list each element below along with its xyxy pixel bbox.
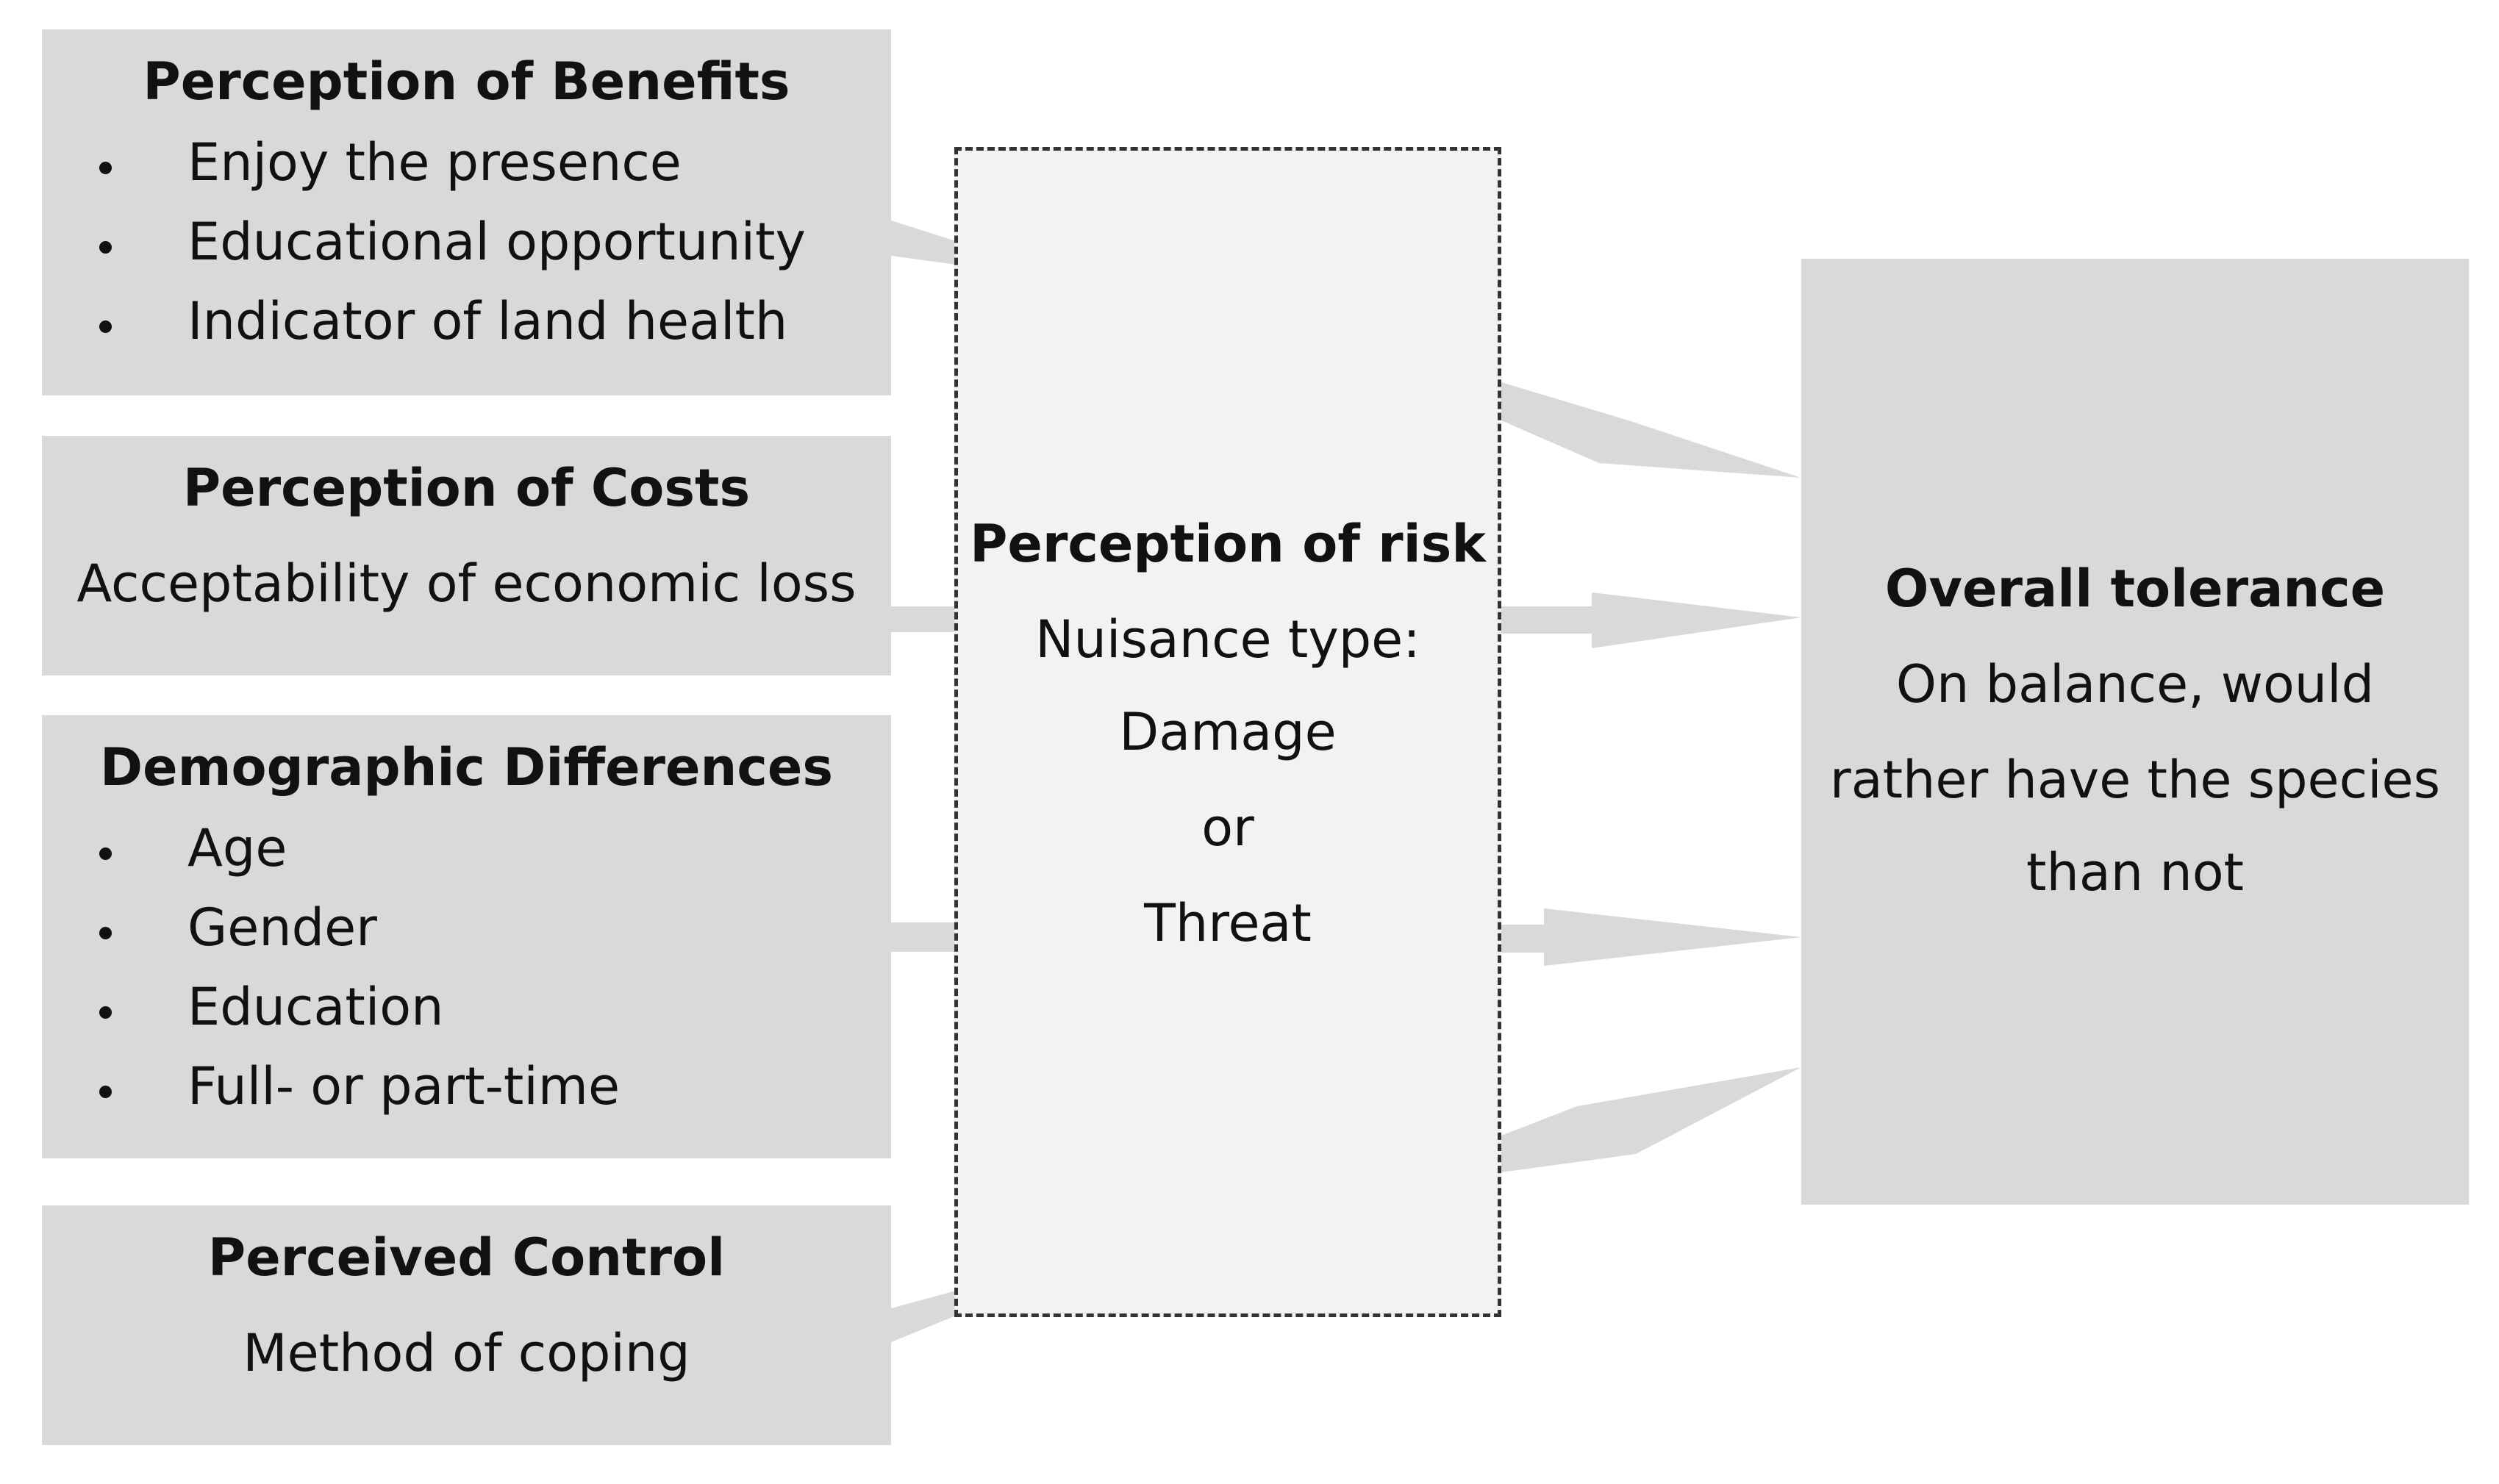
demographics-item: Education — [42, 981, 891, 1040]
benefits-connector — [891, 221, 956, 265]
tolerance-line: than not — [2026, 842, 2244, 903]
benefits-box: Perception of Benefits Enjoy the presenc… — [42, 29, 891, 395]
tolerance-line: rather have the species — [1829, 750, 2441, 810]
risk-line: or — [1201, 797, 1254, 858]
demographics-item: Gender — [42, 902, 891, 961]
risk-to-tolerance-arrow-4 — [1501, 1067, 1801, 1172]
control-text: Method of coping — [243, 1323, 690, 1383]
demographics-connector — [891, 922, 956, 952]
risk-line: Threat — [1144, 893, 1312, 953]
benefits-item: Educational opportunity — [42, 216, 891, 275]
tolerance-line: On balance, would — [1895, 654, 2375, 714]
risk-to-tolerance-arrow-2 — [1501, 592, 1801, 648]
costs-title: Perception of Costs — [182, 458, 751, 518]
benefits-item: Indicator of land health — [42, 295, 891, 354]
risk-title: Perception of risk — [970, 514, 1486, 574]
demographics-box: Demographic Differences Age Gender Educa… — [42, 715, 891, 1158]
demographics-item: Age — [42, 822, 891, 881]
bullet-icon — [99, 1086, 112, 1098]
costs-connector — [891, 606, 956, 632]
control-box: Perceived Control Method of coping — [42, 1205, 891, 1445]
demographics-item: Full- or part-time — [42, 1061, 891, 1119]
risk-line: Damage — [1119, 702, 1337, 762]
demographics-title: Demographic Differences — [99, 737, 834, 797]
tolerance-title: Overall tolerance — [1884, 559, 2386, 619]
bullet-icon — [99, 927, 112, 939]
control-title: Perceived Control — [207, 1227, 726, 1288]
tolerance-box: Overall tolerance On balance, would rath… — [1801, 259, 2469, 1205]
costs-text: Acceptability of economic loss — [76, 553, 857, 614]
risk-line: Nuisance type: — [1035, 609, 1420, 670]
costs-box: Perception of Costs Acceptability of eco… — [42, 436, 891, 675]
bullet-icon — [99, 847, 112, 860]
benefits-title: Perception of Benefits — [143, 51, 790, 112]
bullet-icon — [99, 162, 112, 174]
bullet-icon — [99, 320, 112, 333]
bullet-icon — [99, 1006, 112, 1019]
bullet-icon — [99, 241, 112, 254]
risk-box: Perception of risk Nuisance type: Damage… — [954, 147, 1501, 1317]
risk-to-tolerance-arrow-1 — [1501, 382, 1801, 478]
benefits-item: Enjoy the presence — [42, 137, 891, 196]
risk-to-tolerance-arrow-3 — [1501, 908, 1801, 966]
control-connector — [891, 1291, 956, 1342]
